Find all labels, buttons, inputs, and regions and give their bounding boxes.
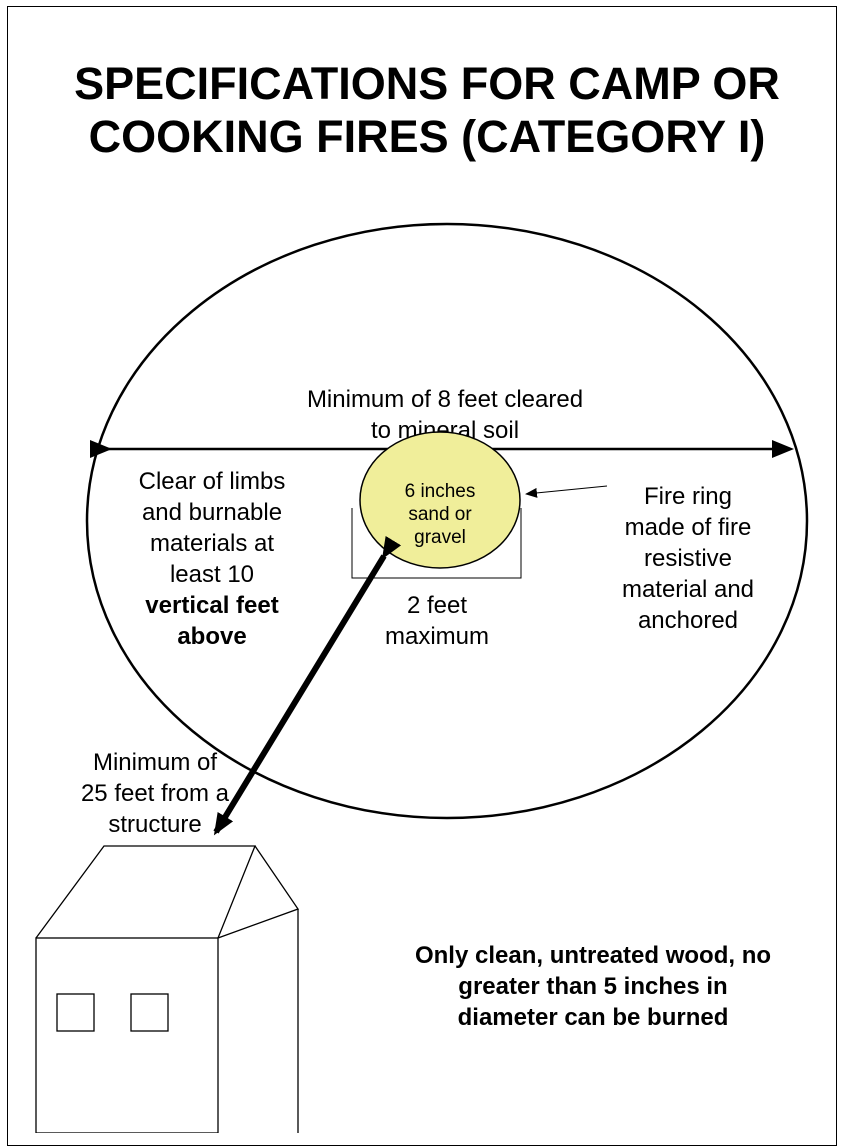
clearance-label-line-1: Minimum of 8 feet cleared (307, 386, 583, 413)
fire-ring-label-line-2: made of fire (625, 514, 752, 541)
fire-ring-label-line-1: Fire ring (644, 483, 732, 510)
house-window-right (130, 993, 169, 1032)
structure-distance-line-2: 25 feet from a (81, 780, 230, 807)
fire-pit-label-line-1: 6 inches (405, 481, 476, 502)
ring-width-label-line-2: maximum (385, 623, 489, 650)
wood-rule-line-1: Only clean, untreated wood, no (415, 942, 771, 969)
limbs-label-line-6: above (177, 623, 246, 650)
fire-pit-label-line-2: sand or (408, 504, 472, 525)
wood-rule-line-3: diameter can be burned (458, 1004, 729, 1031)
fire-ring-pointer-arrow (525, 485, 608, 498)
structure-distance-line-3: structure (108, 811, 201, 838)
cleared-area-ellipse (85, 222, 809, 820)
house-icon (35, 845, 300, 1133)
limbs-label-line-4: least 10 (170, 561, 254, 588)
fire-ring-label-line-4: material and (622, 576, 754, 603)
title-line-1: SPECIFICATIONS FOR CAMP OR (74, 58, 780, 109)
limbs-label-line-3: materials at (150, 530, 274, 557)
limbs-label-line-2: and burnable (142, 499, 282, 526)
limbs-label-line-1: Clear of limbs (139, 468, 286, 495)
house-window-left (56, 993, 95, 1032)
fire-pit-circle (359, 431, 521, 569)
ring-width-label-line-1: 2 feet (407, 592, 467, 619)
wood-rule-line-2: greater than 5 inches in (458, 973, 727, 1000)
fire-ring-label-line-3: resistive (644, 545, 732, 572)
structure-distance-arrow (213, 535, 402, 836)
title-line-2: COOKING FIRES (CATEGORY I) (89, 111, 766, 162)
limbs-label-line-5: vertical feet (145, 592, 278, 619)
fire-pit-label-line-3: gravel (414, 527, 466, 548)
fire-ring-label-line-5: anchored (638, 607, 738, 634)
structure-distance-line-1: Minimum of (93, 749, 217, 776)
